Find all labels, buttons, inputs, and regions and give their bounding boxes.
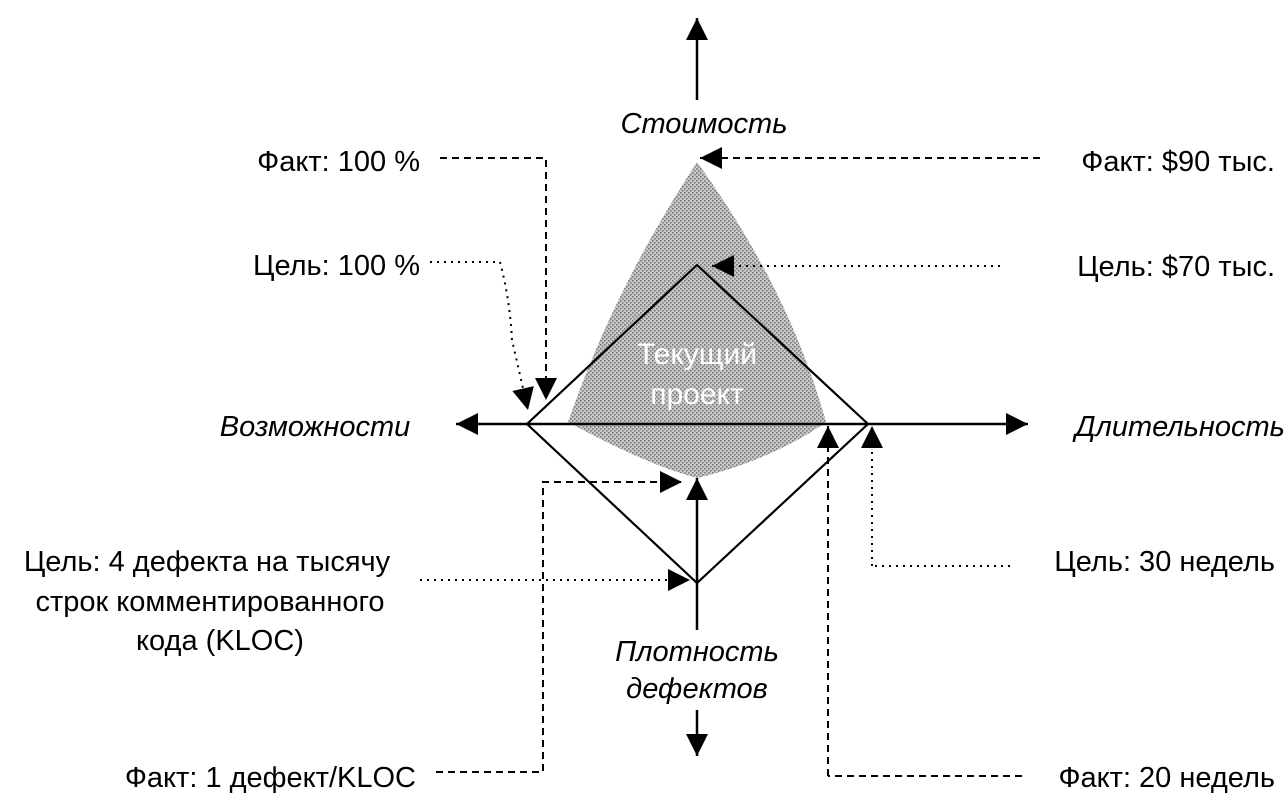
duration-axis-label: Длительность [1072, 411, 1285, 443]
defect-actual-leader [436, 471, 682, 773]
duration-actual-label: Факт: 20 недель [1058, 762, 1275, 794]
center-label-line2: проект [650, 378, 744, 411]
capability-actual-leader [440, 157, 557, 400]
defect-axis-label-line2: дефектов [626, 673, 768, 705]
capability-axis-label: Возможности [220, 411, 411, 443]
capability-actual-label: Факт: 100 % [257, 146, 420, 178]
duration-target-label: Цель: 30 недель [1054, 546, 1275, 578]
cost-actual-label: Факт: $90 тыс. [1081, 146, 1275, 178]
cost-target-label: Цель: $70 тыс. [1077, 251, 1275, 283]
defect-target-label-line2: строк комментированного [35, 586, 384, 618]
defect-axis-label-line1: Плотность [615, 636, 779, 668]
actual-shape [568, 162, 826, 478]
capability-target-leader [430, 261, 534, 411]
defect-target-label-line3: кода (KLOC) [136, 625, 304, 657]
cost-axis-label: Стоимость [621, 108, 788, 140]
defect-target-label-line1: Цель: 4 дефекта на тысячу [24, 546, 391, 578]
capability-target-label: Цель: 100 % [253, 250, 420, 282]
defect-actual-label: Факт: 1 дефект/KLOC [125, 762, 416, 794]
center-label-line1: Текущий [637, 338, 757, 371]
